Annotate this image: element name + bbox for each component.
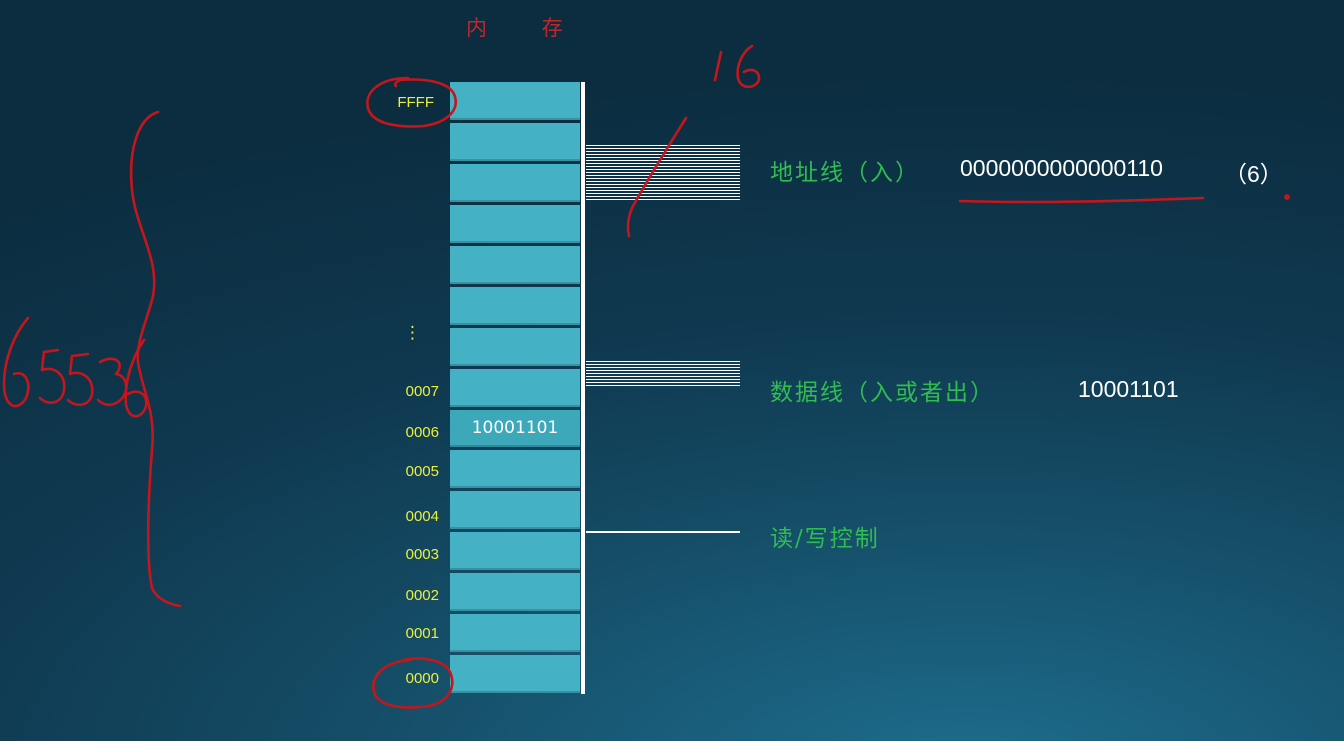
address-label-0007: 0007 xyxy=(405,383,439,400)
address-bus-label: 地址线（入） xyxy=(770,160,920,186)
data-bus-label: 数据线（入或者出） xyxy=(770,380,995,406)
address-label-ffff: FFFF xyxy=(397,94,434,111)
address-label-0000: 0000 xyxy=(405,670,439,687)
control-label: 读/写控制 xyxy=(770,526,880,552)
address-label-0003: 0003 xyxy=(405,546,439,563)
digit-1 xyxy=(713,50,723,82)
data-bus-lines xyxy=(586,361,740,388)
digit-5-a xyxy=(38,348,66,404)
address-label-0006: 0006 xyxy=(405,424,439,441)
control-line xyxy=(586,531,740,535)
memory-block: 10001101 xyxy=(450,82,580,694)
memory-cell-0001 xyxy=(450,614,580,653)
memory-cell xyxy=(450,163,580,202)
address-label-0002: 0002 xyxy=(405,587,439,604)
memory-cell xyxy=(450,122,580,161)
memory-cell xyxy=(450,245,580,284)
address-underline xyxy=(958,196,1205,204)
brace xyxy=(129,110,182,608)
ink-dot xyxy=(1284,194,1290,200)
circle-ffff xyxy=(366,76,457,128)
address-label-0005: 0005 xyxy=(405,463,439,480)
address-label-0004: 0004 xyxy=(405,508,439,525)
memory-cell-0002 xyxy=(450,573,580,612)
digit-6-b xyxy=(124,338,148,418)
memory-title: 内 存 xyxy=(466,16,587,40)
memory-cell-0004 xyxy=(450,491,580,530)
memory-cell-0000 xyxy=(450,655,580,694)
address-label-0001: 0001 xyxy=(405,625,439,642)
memory-cell xyxy=(450,327,580,366)
memory-cell-0007 xyxy=(450,368,580,407)
memory-bus-bar xyxy=(581,82,585,694)
circle-0000 xyxy=(372,657,454,709)
digit-6-a xyxy=(2,316,30,408)
digit-6 xyxy=(736,44,761,89)
memory-cell xyxy=(450,286,580,325)
memory-cell-0005 xyxy=(450,450,580,489)
memory-cell-ffff xyxy=(450,82,580,120)
memory-cell xyxy=(450,204,580,243)
address-bus-decimal: （6） xyxy=(1224,161,1283,187)
digit-3 xyxy=(96,357,128,407)
data-bus-value: 10001101 xyxy=(1078,376,1179,402)
memory-cell-0003 xyxy=(450,532,580,571)
digit-5-b xyxy=(66,352,94,407)
address-bus-value: 0000000000000110 xyxy=(960,155,1163,181)
memory-cell-0006: 10001101 xyxy=(450,409,580,448)
address-bus-slash xyxy=(626,116,688,238)
